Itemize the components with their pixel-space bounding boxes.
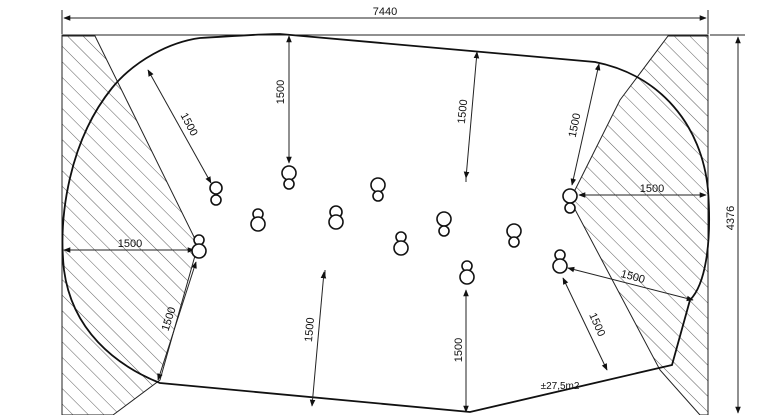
equipment-posts — [191, 165, 578, 285]
area-label: ±27,5m2 — [541, 381, 580, 392]
post-pair — [209, 181, 223, 206]
overall-width-dimension: 7440 — [61, 6, 709, 34]
hatched-zones — [61, 35, 709, 415]
post-pair — [459, 260, 475, 285]
post-pair — [562, 188, 578, 214]
post-pair — [328, 205, 344, 230]
post-pair — [436, 211, 452, 237]
overall-width-label: 7440 — [373, 6, 397, 18]
post-pair — [552, 249, 568, 274]
post-pair — [281, 165, 297, 190]
dim-label-top-left-diagonal: 1500 — [178, 111, 200, 138]
overall-height-label: 4376 — [725, 206, 737, 230]
clearance-dimensions — [63, 35, 707, 413]
hatched-zone-right — [569, 35, 709, 415]
post-pair — [370, 177, 386, 202]
post-pair — [506, 223, 522, 248]
dim-label-top-center-vertical: 1500 — [456, 99, 470, 125]
dim-label-bottom-left-vertical: 1500 — [303, 317, 317, 342]
dim-label-top-left-vertical: 1500 — [275, 80, 287, 104]
post-pair — [250, 208, 266, 232]
dim-label-top-right-diagonal: 1500 — [567, 112, 584, 138]
post-pair — [191, 234, 207, 259]
clearance-labels: 1500 1500 1500 1500 1500 1500 1500 1500 … — [118, 80, 664, 362]
dim-label-left-horizontal: 1500 — [118, 238, 142, 250]
dim-label-bottom-center-vertical: 1500 — [453, 338, 465, 362]
post-pair — [393, 231, 409, 256]
dim-label-right-horizontal: 1500 — [640, 183, 664, 195]
overall-height-dimension: 4376 — [710, 34, 745, 414]
safety-zone-boundary — [61, 33, 711, 413]
hatched-zone-left — [61, 35, 199, 415]
